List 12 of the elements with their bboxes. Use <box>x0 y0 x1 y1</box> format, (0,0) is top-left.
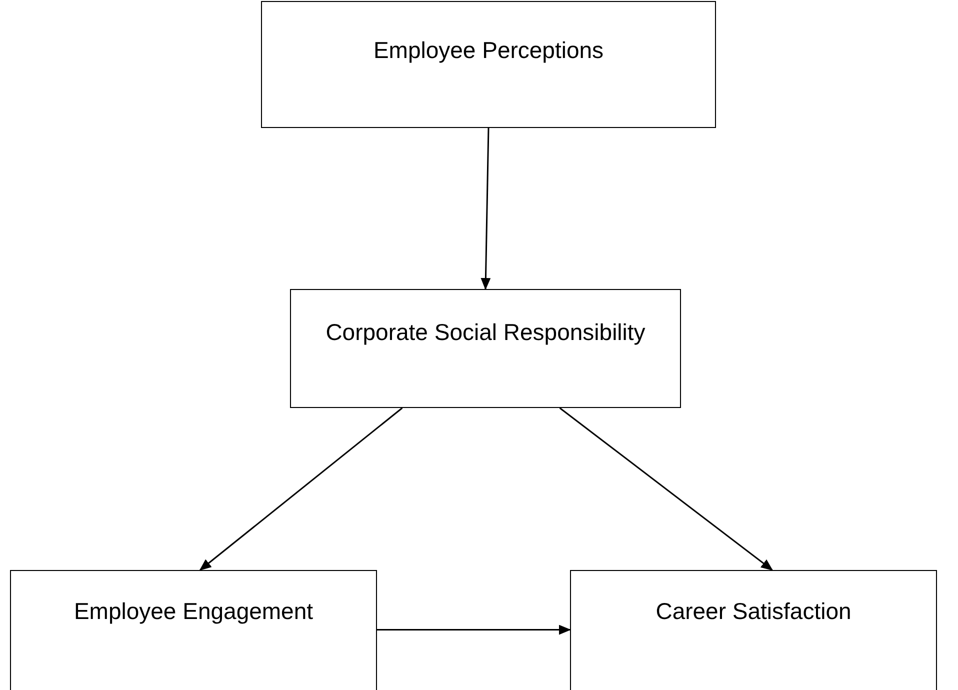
process-box <box>290 289 681 408</box>
box-label: Corporate Social Responsibility <box>326 318 646 347</box>
box-label: Employee Engagement <box>74 597 314 626</box>
arrow <box>480 128 491 290</box>
arrow <box>559 407 773 571</box>
process-box <box>261 1 716 128</box>
box-label: Employee Perceptions <box>373 36 604 65</box>
arrow <box>377 624 571 635</box>
process-box <box>10 570 377 690</box>
box-label: Career Satisfaction <box>656 597 852 626</box>
arrow <box>199 407 403 571</box>
process-box <box>570 570 937 690</box>
